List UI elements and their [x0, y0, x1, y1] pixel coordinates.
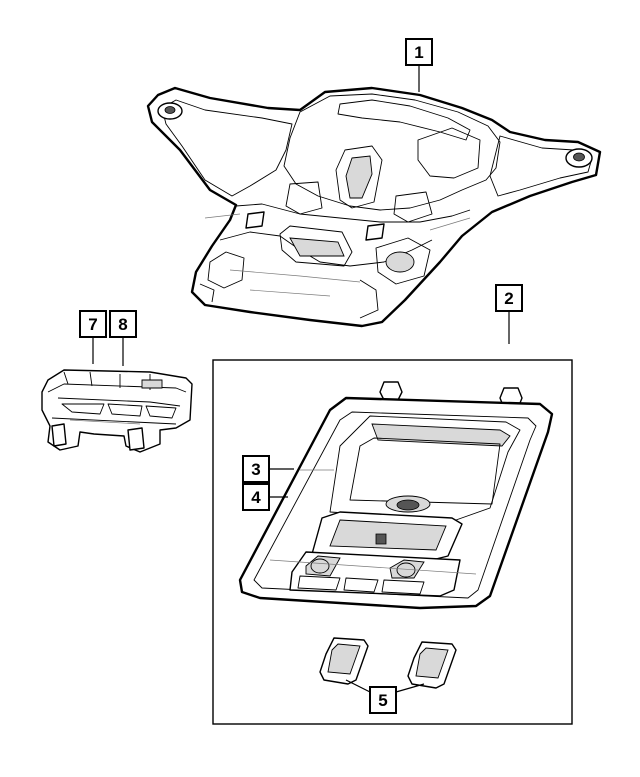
callout-3-label: 3 — [251, 460, 260, 479]
callout-4-label: 4 — [251, 488, 261, 507]
console-assembly-frame — [212, 359, 573, 725]
callout-5[interactable]: 5 — [345, 679, 425, 714]
callout-3[interactable]: 3 — [242, 455, 294, 483]
overhead-bracket-part — [146, 86, 602, 328]
callout-1[interactable]: 1 — [405, 38, 433, 92]
callout-7[interactable]: 7 — [79, 310, 107, 364]
module-part — [41, 369, 193, 453]
callout-7-label: 7 — [88, 315, 97, 334]
map-lamp-lens-right — [407, 641, 457, 689]
callout-8-label: 8 — [118, 315, 127, 334]
callout-2-label: 2 — [504, 289, 513, 308]
callout-1-label: 1 — [414, 43, 423, 62]
callout-5-label: 5 — [378, 691, 387, 710]
callout-8[interactable]: 8 — [109, 310, 137, 366]
callout-2[interactable]: 2 — [495, 284, 523, 344]
overhead-console-part — [238, 381, 554, 610]
callout-4[interactable]: 4 — [242, 483, 288, 511]
map-lamp-lens-left — [319, 637, 369, 685]
